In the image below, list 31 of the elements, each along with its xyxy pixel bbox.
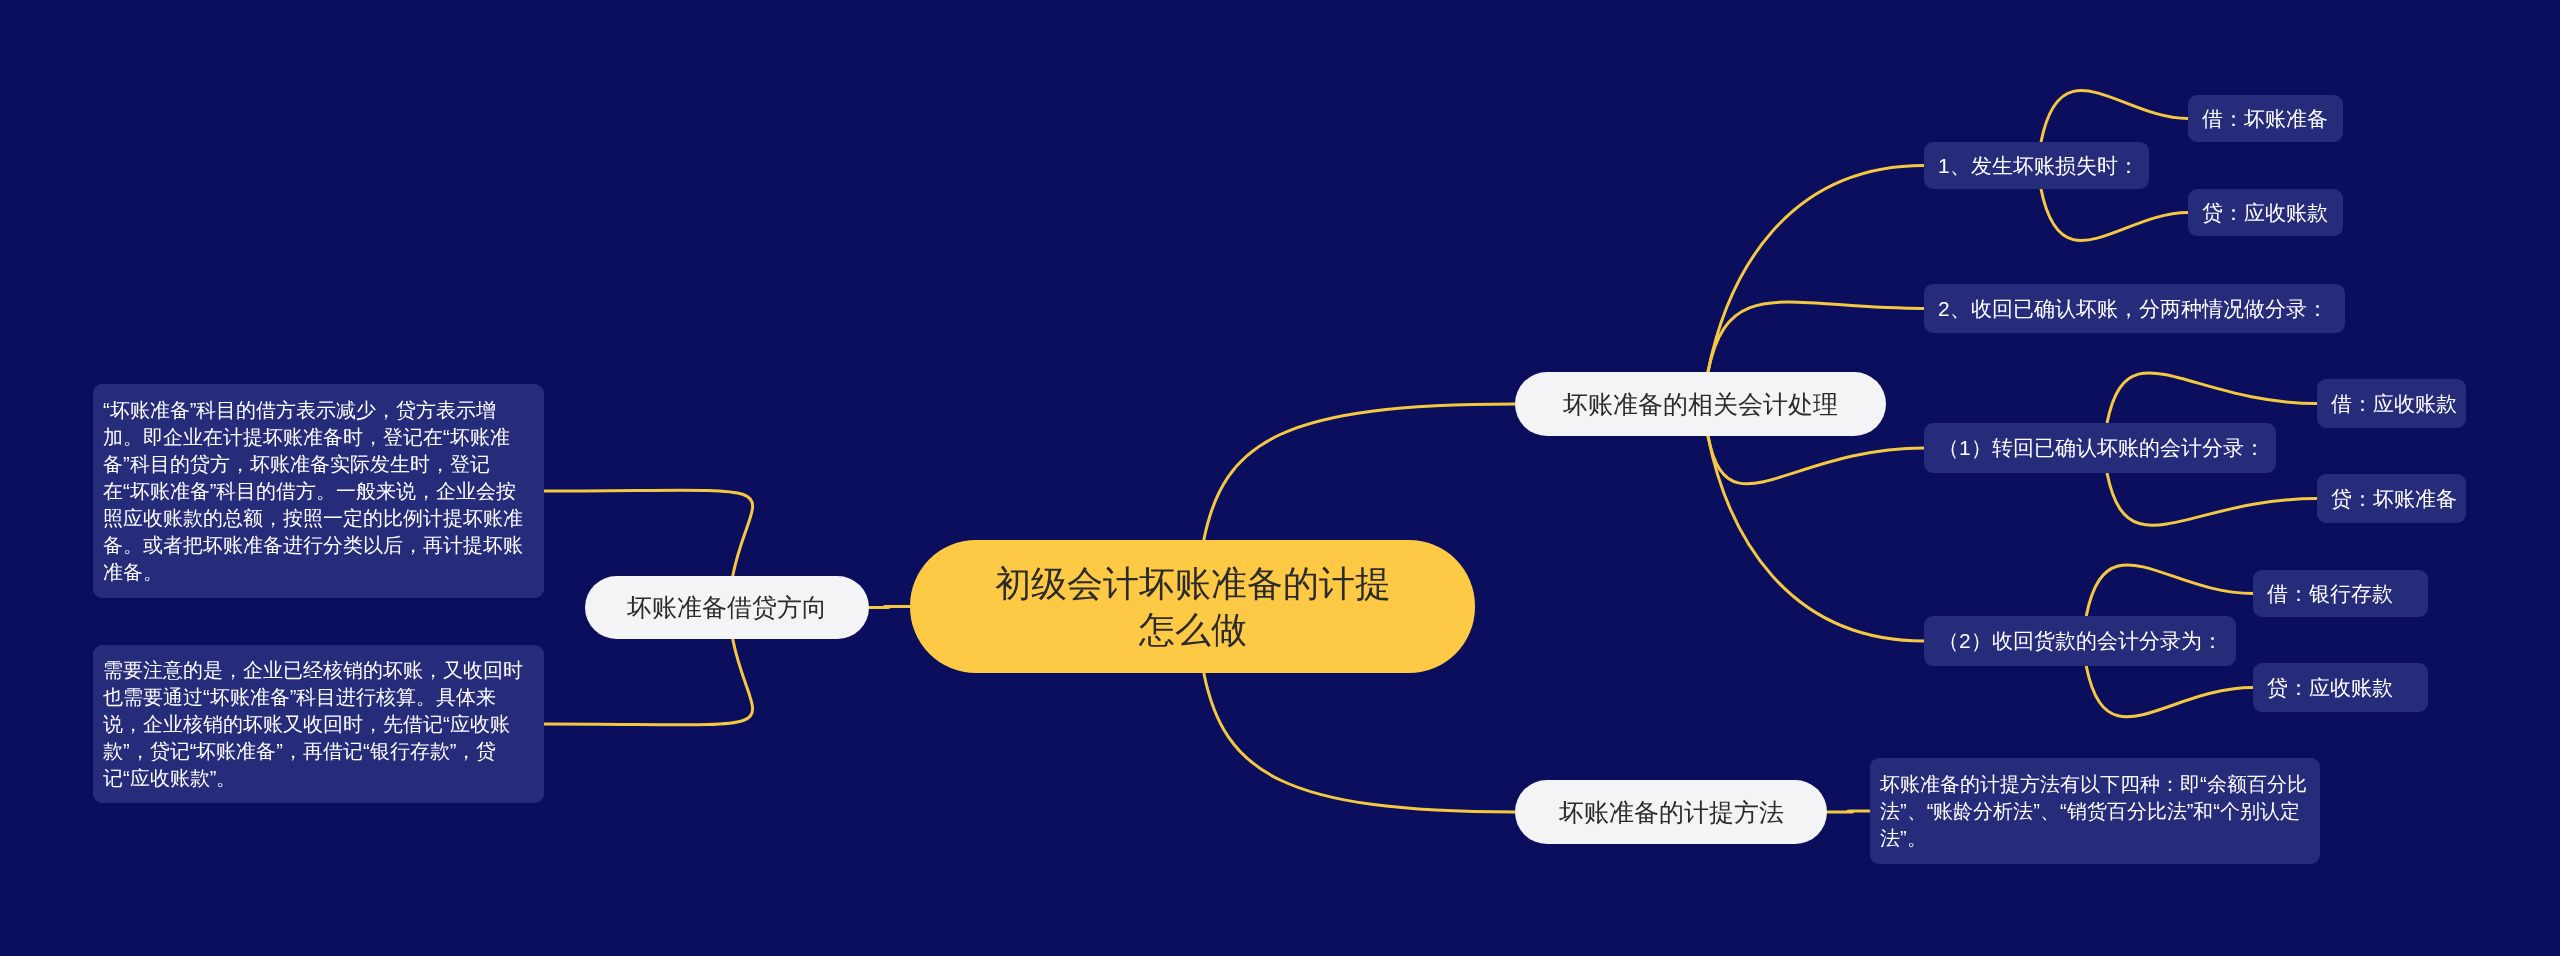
topic-box: 2、收回已确认坏账，分两种情况做分录： xyxy=(1924,284,2345,333)
topic-box: 借：应收账款 xyxy=(2317,379,2466,428)
connector-line xyxy=(2039,188,2189,242)
connector-line xyxy=(2039,89,2189,143)
connector-line xyxy=(544,638,754,727)
connector-line xyxy=(1706,435,1925,643)
topic-box: 贷：应收账款 xyxy=(2188,189,2343,236)
connector-line xyxy=(2105,472,2318,527)
topic-box: 借：坏账准备 xyxy=(2188,95,2343,142)
connector-line xyxy=(2105,371,2318,424)
note-box: 需要注意的是，企业已经核销的坏账，又收回时也需要通过“坏账准备”科目进行核算。具体来说，企业核销的坏账又收回时，先借记“应收账款”，贷记“坏账准备”，再借记“银行存款”，贷记“应收账款”。 xyxy=(93,645,544,803)
topic-box: 借：银行存款 xyxy=(2253,570,2428,617)
topic-box: 坏账准备的计提方法 xyxy=(1515,780,1827,844)
topic-box: （1）转回已确认坏账的会计分录： xyxy=(1924,423,2276,473)
topic-box: 贷：坏账准备 xyxy=(2317,474,2466,523)
connector-line xyxy=(1202,672,1516,814)
connector-line xyxy=(544,488,754,577)
connector-line xyxy=(869,605,910,609)
topic-box: 1、发生坏账损失时： xyxy=(1924,142,2149,189)
topic-box: 贷：应收账款 xyxy=(2253,663,2428,712)
connector-line xyxy=(1827,809,1870,814)
central-topic: 初级会计坏账准备的计提怎么做 xyxy=(910,540,1475,673)
connector-line xyxy=(2084,665,2254,719)
topic-box: 坏账准备的相关会计处理 xyxy=(1515,372,1886,436)
note-box: 坏账准备的计提方法有以下四种：即“余额百分比法”、“账龄分析法”、“销货百分比法”和“个别认定法”。 xyxy=(1870,758,2320,864)
note-box: “坏账准备”科目的借方表示减少，贷方表示增加。即企业在计提坏账准备时，登记在“坏账准备”科目的贷方，坏账准备实际发生时，登记在“坏账准备”科目的借方。一般来说，企业会按照应收账款的总额，按照一定的比例计提坏账准备。或者把坏账准备进行分类以后，再计提坏账准备。 xyxy=(93,384,544,598)
connector-line xyxy=(1706,300,1925,373)
connector-line xyxy=(2084,563,2254,617)
connector-line xyxy=(1202,402,1516,541)
topic-box: （2）收回货款的会计分录为： xyxy=(1924,616,2236,666)
topic-box: 坏账准备借贷方向 xyxy=(585,576,869,639)
